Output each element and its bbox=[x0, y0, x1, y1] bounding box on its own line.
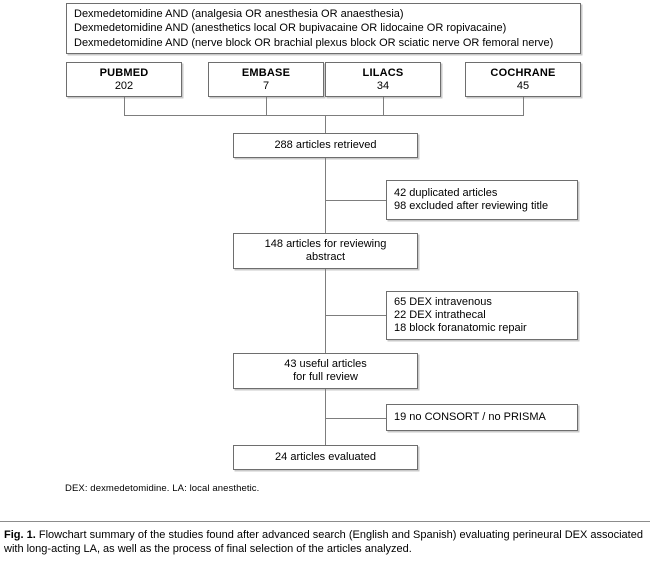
exclusion-box-dex-routes: 65 DEX intravenous 22 DEX intrathecal 18… bbox=[386, 291, 578, 340]
caption-text: Flowchart summary of the studies found a… bbox=[4, 529, 643, 555]
database-count: 7 bbox=[262, 79, 270, 92]
connector-branch-exclusion-3 bbox=[325, 418, 386, 419]
connector-lilacs-down bbox=[383, 97, 384, 115]
search-query-box: Dexmedetomidine AND (analgesia OR anesth… bbox=[66, 3, 581, 54]
exclusion-line: 42 duplicated articles bbox=[394, 187, 498, 199]
caption-label: Fig. 1. bbox=[4, 529, 36, 541]
database-name: COCHRANE bbox=[490, 66, 556, 79]
search-query-line-3: Dexmedetomidine AND (nerve block OR brac… bbox=[74, 36, 554, 49]
stage-box-useful-articles: 43 useful articles for full review bbox=[233, 353, 418, 389]
stage-line-1: 148 articles for reviewing bbox=[264, 238, 387, 250]
connector-spine-3 bbox=[325, 389, 326, 445]
database-box-pubmed: PUBMED 202 bbox=[66, 62, 182, 97]
exclusion-line: 18 block foranatomic repair bbox=[394, 322, 527, 334]
exclusion-line: 98 excluded after reviewing title bbox=[394, 200, 549, 212]
database-count: 34 bbox=[376, 79, 390, 92]
stage-line-1: 24 articles evaluated bbox=[275, 451, 376, 463]
stage-line-1: 43 useful articles bbox=[284, 358, 367, 370]
figure-footnote: DEX: dexmedetomidine. LA: local anesthet… bbox=[65, 483, 260, 494]
connector-spine-1 bbox=[325, 158, 326, 233]
connector-branch-exclusion-1 bbox=[325, 200, 386, 201]
database-count: 45 bbox=[516, 79, 530, 92]
stage-box-articles-evaluated: 24 articles evaluated bbox=[233, 445, 418, 470]
database-box-cochrane: COCHRANE 45 bbox=[465, 62, 581, 97]
connector-database-bus bbox=[124, 115, 524, 116]
figure-caption: Fig. 1. Flowchart summary of the studies… bbox=[4, 528, 648, 556]
stage-box-articles-retrieved: 288 articles retrieved bbox=[233, 133, 418, 158]
exclusion-box-duplicates-titles: 42 duplicated articles 98 excluded after… bbox=[386, 180, 578, 220]
database-name: PUBMED bbox=[99, 66, 149, 79]
caption-divider bbox=[0, 521, 650, 522]
database-box-embase: EMBASE 7 bbox=[208, 62, 324, 97]
database-name: LILACS bbox=[362, 66, 404, 79]
search-query-line-1: Dexmedetomidine AND (analgesia OR anesth… bbox=[74, 7, 404, 20]
stage-line-2: abstract bbox=[305, 251, 346, 263]
connector-bus-to-stage1 bbox=[325, 115, 326, 133]
connector-pubmed-down bbox=[124, 97, 125, 115]
connector-cochrane-down bbox=[523, 97, 524, 115]
exclusion-line: 65 DEX intravenous bbox=[394, 296, 492, 308]
exclusion-line: 22 DEX intrathecal bbox=[394, 309, 486, 321]
stage-line-2: for full review bbox=[293, 371, 358, 383]
database-box-lilacs: LILACS 34 bbox=[325, 62, 441, 97]
connector-spine-2 bbox=[325, 269, 326, 353]
database-count: 202 bbox=[114, 79, 134, 92]
exclusion-box-no-consort-prisma: 19 no CONSORT / no PRISMA bbox=[386, 404, 578, 431]
connector-branch-exclusion-2 bbox=[325, 315, 386, 316]
connector-embase-down bbox=[266, 97, 267, 115]
stage-box-reviewing-abstract: 148 articles for reviewing abstract bbox=[233, 233, 418, 269]
stage-line-1: 288 articles retrieved bbox=[274, 139, 377, 151]
exclusion-line: 19 no CONSORT / no PRISMA bbox=[394, 411, 546, 423]
database-name: EMBASE bbox=[241, 66, 291, 79]
search-query-line-2: Dexmedetomidine AND (anesthetics local O… bbox=[74, 22, 507, 35]
